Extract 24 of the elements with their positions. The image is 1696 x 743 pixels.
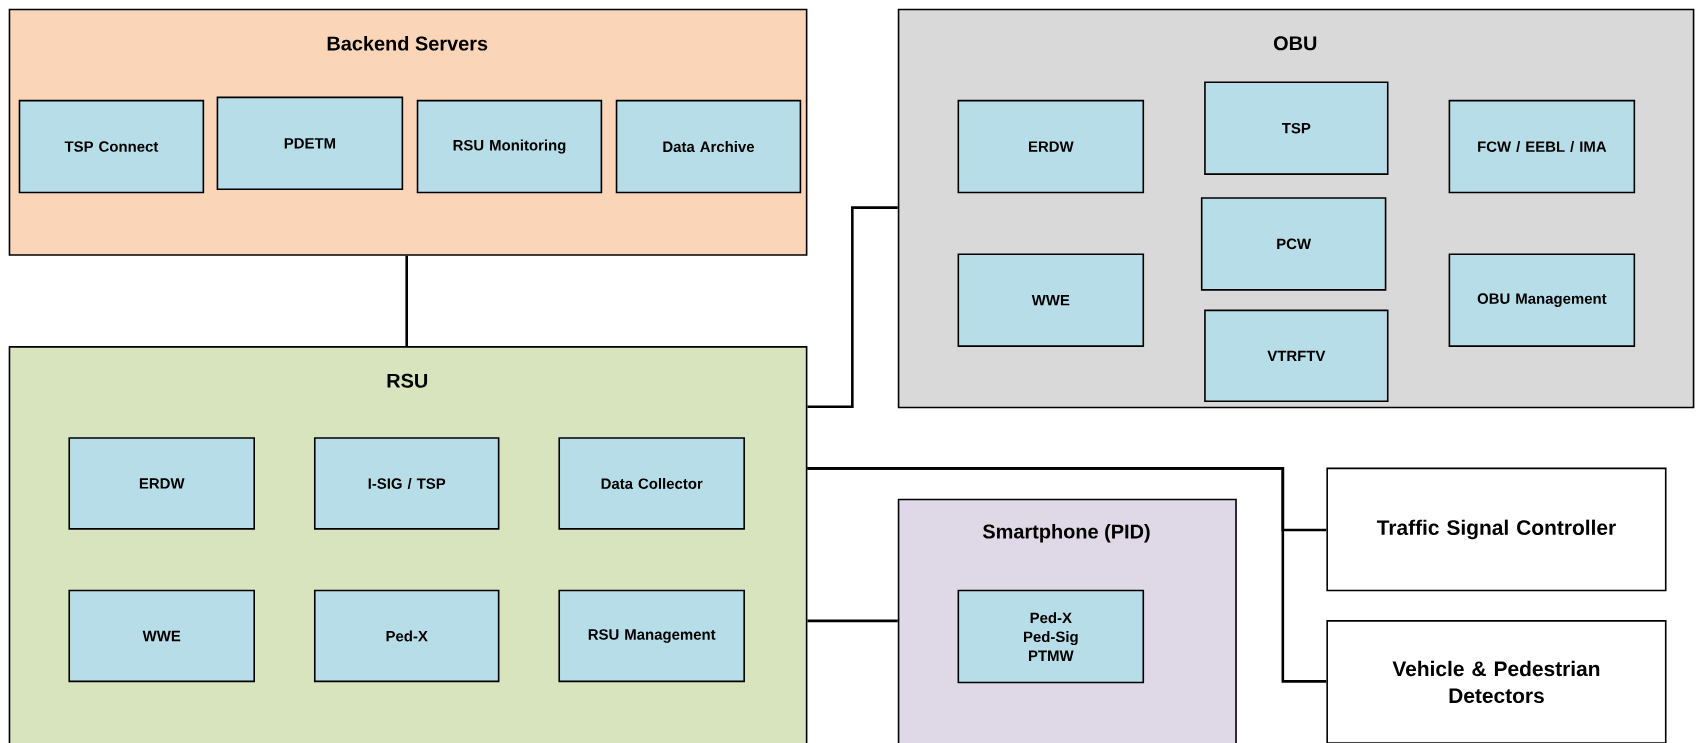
module-box: Data Collector <box>558 437 745 530</box>
connector-line <box>807 467 1327 683</box>
module-box: TSP Connect <box>18 99 205 194</box>
module-box: RSU Management <box>558 589 745 683</box>
module-box: OBU Management <box>1448 253 1636 347</box>
module-box: Ped-X Ped-Sig PTMW <box>957 589 1145 684</box>
module-box: Ped-X <box>313 589 500 683</box>
module-box: PCW <box>1200 197 1387 291</box>
module-box: PDETM <box>216 96 404 191</box>
module-box: Data Archive <box>615 99 802 194</box>
module-box: I-SIG / TSP <box>313 437 500 530</box>
device-box: Traffic Signal Controller <box>1326 467 1667 592</box>
connector-line <box>807 619 898 623</box>
module-box: VTRFTV <box>1204 309 1389 403</box>
module-box: WWE <box>957 253 1145 347</box>
connector-line <box>405 255 408 347</box>
module-box: ERDW <box>957 99 1145 194</box>
device-box: Vehicle & Pedestrian Detectors <box>1326 620 1667 743</box>
module-box: ERDW <box>68 437 255 530</box>
module-box: RSU Monitoring <box>416 99 603 194</box>
module-box: TSP <box>1204 81 1389 175</box>
connector-line <box>807 206 898 408</box>
module-box: WWE <box>68 589 255 683</box>
module-box: FCW / EEBL / IMA <box>1448 99 1636 194</box>
